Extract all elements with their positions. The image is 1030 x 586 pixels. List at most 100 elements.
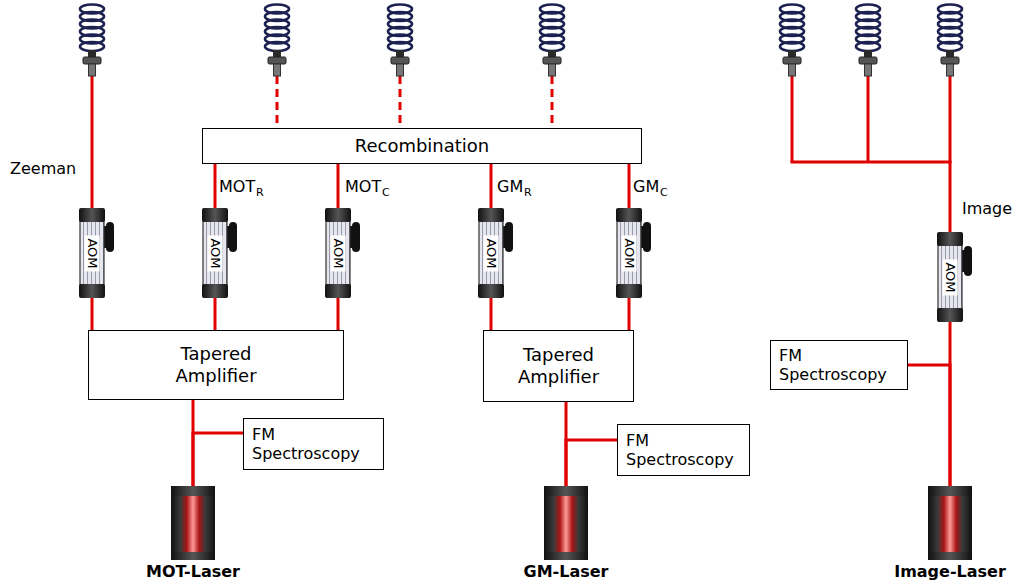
beam-path [214, 164, 217, 208]
aom-cap [478, 208, 504, 222]
aom-cap [937, 308, 963, 322]
laser-name: Image-Laser [876, 563, 1024, 581]
fiber-coupler [80, 5, 104, 77]
laser-icon [928, 486, 972, 560]
aom-cap [616, 284, 642, 298]
fiber-plug [864, 50, 872, 57]
fiber-coupler [540, 5, 564, 77]
laser-body [171, 494, 215, 560]
fiber-plug [396, 50, 404, 57]
subscript-label: R [256, 187, 264, 200]
laser-base [544, 552, 588, 560]
aom-label: AOM [484, 235, 499, 271]
process-box: FM Spectroscopy [770, 340, 908, 390]
box-label: Tapered Amplifier [496, 344, 621, 387]
beam-label: MOT [219, 178, 255, 196]
fiber-plug [548, 50, 556, 57]
beam-path [490, 298, 493, 330]
aom-label: AOM [943, 259, 958, 295]
fiber-plug [947, 64, 954, 76]
subscript-label: C [660, 187, 668, 200]
beam-path [337, 164, 340, 208]
fiber-plug [268, 57, 286, 64]
process-box: Tapered Amplifier [483, 330, 634, 402]
laser-base [928, 552, 972, 560]
aom-crystal [326, 221, 350, 285]
fiber-plug [788, 50, 796, 57]
aom-modulator: AOM [937, 232, 963, 322]
fiber-plug [273, 50, 281, 57]
beam-path [628, 298, 631, 330]
beam-path [193, 433, 243, 486]
fiber-plug [274, 64, 281, 76]
laser-cap [544, 486, 588, 496]
coil-winding [780, 42, 804, 51]
laser-icon [544, 486, 588, 560]
subscript-label: C [382, 187, 390, 200]
coil-winding [540, 42, 564, 51]
beam-label: GM [633, 178, 659, 196]
fiber-coupler [856, 5, 880, 77]
beam-path [628, 164, 631, 208]
laser-cap [928, 486, 972, 496]
coil-winding [938, 42, 962, 51]
beam-path [490, 164, 493, 208]
fiber-plug [89, 64, 96, 76]
zeeman-fiber-line [91, 76, 94, 208]
fiber-plug [391, 57, 409, 64]
laser-base [171, 552, 215, 560]
coil-winding [80, 42, 104, 51]
aom-modulator: AOM [478, 208, 504, 298]
fiber-plug [865, 64, 872, 76]
subscript-label: R [524, 187, 532, 200]
box-label: Recombination [355, 135, 490, 157]
image-fiber-line [867, 76, 870, 162]
aom-crystal [479, 221, 503, 285]
laser-name: MOT-Laser [119, 563, 267, 581]
beam-label: GM [497, 178, 523, 196]
beam-label: Image [962, 200, 1012, 218]
fiber-plug [789, 64, 796, 76]
aom-label: AOM [208, 235, 223, 271]
aom-cap [79, 284, 105, 298]
box-label: FM Spectroscopy [626, 431, 741, 469]
aom-cap [202, 208, 228, 222]
fiber-plug [543, 57, 561, 64]
fiber-coupler [938, 5, 962, 77]
fiber-coupler [388, 5, 412, 77]
fiber-wires [92, 76, 952, 232]
process-box: FM Spectroscopy [617, 424, 750, 476]
aom-cap [325, 284, 351, 298]
image-fiber-line [949, 76, 952, 232]
process-box: Tapered Amplifier [88, 330, 344, 400]
beam-label: Zeeman [10, 160, 76, 178]
coil-winding [388, 42, 412, 51]
box-label: FM Spectroscopy [252, 425, 375, 463]
fiber-coupler [780, 5, 804, 77]
fiber-plug [397, 64, 404, 76]
fiber-dashed-line [399, 76, 402, 128]
box-label: Tapered Amplifier [154, 343, 279, 386]
aom-modulator: AOM [616, 208, 642, 298]
fiber-plug [859, 57, 877, 64]
fiber-dashed-line [276, 76, 279, 128]
fiber-plug [946, 50, 954, 57]
beam-path [214, 298, 217, 330]
aom-label: AOM [85, 235, 100, 271]
aom-label: AOM [331, 235, 346, 271]
aom-crystal [80, 221, 104, 285]
fiber-plug [941, 57, 959, 64]
process-box: FM Spectroscopy [243, 418, 384, 470]
beam-path [91, 298, 94, 330]
aom-cap [202, 284, 228, 298]
laser-cap [171, 486, 215, 496]
beam-path [908, 365, 950, 486]
aom-label: AOM [622, 235, 637, 271]
laser-icon [171, 486, 215, 560]
aom-crystal [617, 221, 641, 285]
beam-path [566, 440, 617, 486]
aom-modulator: AOM [202, 208, 228, 298]
fiber-plug [88, 50, 96, 57]
fiber-plug [783, 57, 801, 64]
aom-cap [325, 208, 351, 222]
